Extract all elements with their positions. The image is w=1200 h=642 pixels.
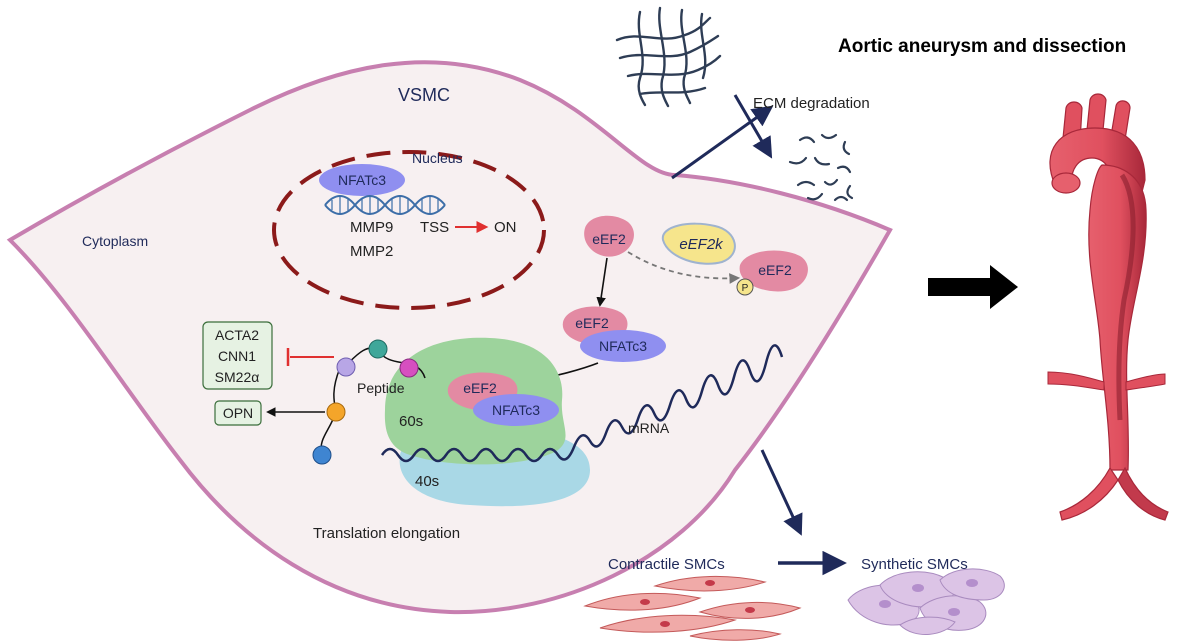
tss-label: TSS	[420, 219, 449, 236]
figure-title: Aortic aneurysm and dissection	[838, 36, 1126, 57]
marker-opn: OPN	[223, 405, 253, 421]
nucleus-label: Nucleus	[412, 150, 463, 166]
aorta-illustration	[1047, 93, 1169, 521]
eef2-phosphorylated-label: eEF2	[758, 262, 792, 278]
ecm-fragmentation-arrow	[733, 94, 773, 159]
ecm-fiber-mesh-icon	[615, 6, 722, 108]
phosphate-label: P	[742, 283, 749, 294]
mrna-strand	[380, 344, 784, 463]
opn-marker-box	[214, 400, 262, 426]
mrna-label: mRNA	[628, 420, 670, 436]
phosphorylation-arrow	[627, 251, 741, 284]
eef2k-label: eEF2k	[679, 236, 724, 253]
ecm-degradation-arrow	[671, 105, 774, 180]
cytoplasm-label: Cytoplasm	[82, 233, 148, 249]
nucleus-envelope	[272, 150, 546, 310]
ribosome-eef2-label: eEF2	[463, 380, 497, 396]
cell-membrane	[6, 60, 893, 615]
nfatc3-nuclear-oval	[319, 164, 405, 196]
synthetic-smcs-label: Synthetic SMCs	[861, 556, 968, 573]
gene-mmp9: MMP9	[350, 219, 393, 236]
ecm-fragments-icon	[788, 133, 854, 202]
eef2-free-blob	[584, 215, 634, 257]
marker-cnn1: CNN1	[218, 348, 256, 364]
on-label: ON	[494, 219, 517, 236]
ribosome-40s-label: 40s	[415, 473, 439, 490]
synthetic-smc-cells-icon	[847, 568, 1005, 636]
eef2-binding-arrow	[596, 257, 608, 307]
eef2k-blob	[661, 222, 736, 265]
phosphate-circle	[736, 278, 754, 296]
gene-mmp2: MMP2	[350, 243, 393, 260]
peptide-bead-blue	[312, 445, 332, 465]
peptide-bead-orange	[326, 402, 346, 422]
marker-acta2: ACTA2	[215, 327, 259, 343]
complex-eef2-label: eEF2	[575, 315, 609, 331]
contractile-smc-cells-icon	[583, 575, 802, 641]
contractile-smcs-label: Contractile SMCs	[608, 556, 725, 573]
eef2-free-label: eEF2	[592, 231, 626, 247]
marker-sm22a: SM22α	[215, 369, 260, 385]
peptide-bead-teal	[368, 339, 388, 359]
outcome-arrow	[928, 265, 1018, 309]
contractile-marker-box	[202, 321, 273, 390]
dna-helix-icon	[324, 195, 446, 215]
complex-nfatc3-label: NFATc3	[599, 338, 647, 354]
peptide-bead-magenta	[399, 358, 419, 378]
cell-name: VSMC	[398, 85, 450, 105]
ribosome-nfatc3-label: NFATc3	[492, 402, 540, 418]
ecm-label: ECM degradation	[753, 95, 870, 112]
nfatc3-nuclear-label: NFATc3	[338, 172, 386, 188]
ribosome-60s-label: 60s	[399, 413, 423, 430]
peptide-bead-lilac	[336, 357, 356, 377]
complex-nfatc3-oval	[580, 330, 666, 362]
translation-elongation-label: Translation elongation	[313, 525, 460, 542]
ribosome-nfatc3-oval	[473, 394, 559, 426]
peptide-label: Peptide	[357, 380, 405, 396]
phenotype-down-arrow	[760, 449, 803, 536]
eef2-phosphorylated-blob	[739, 250, 808, 292]
